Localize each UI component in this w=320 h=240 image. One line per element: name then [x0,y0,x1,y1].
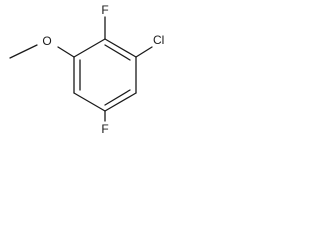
atom-label-f-top: F [101,3,108,17]
bond-o-methyl [9,44,38,59]
atom-label-cl: Cl [153,33,164,47]
ring-bond-c4-c5 [73,92,106,112]
bond-c2-cl [135,46,153,58]
ring-bond-c6-c1 [73,38,106,58]
ring-bond-c3-c4 [104,92,137,112]
atom-label-o-methoxy: O [42,34,51,48]
double-bond-inner-c1-c2 [104,44,131,61]
chemical-structure-diagram: F O Cl F [9,3,164,136]
ring-bond-c1-c2 [104,38,137,58]
atom-label-f-bottom: F [101,122,108,136]
bond-c6-o [57,46,75,58]
double-bond-inner-c3-c4 [104,89,131,106]
